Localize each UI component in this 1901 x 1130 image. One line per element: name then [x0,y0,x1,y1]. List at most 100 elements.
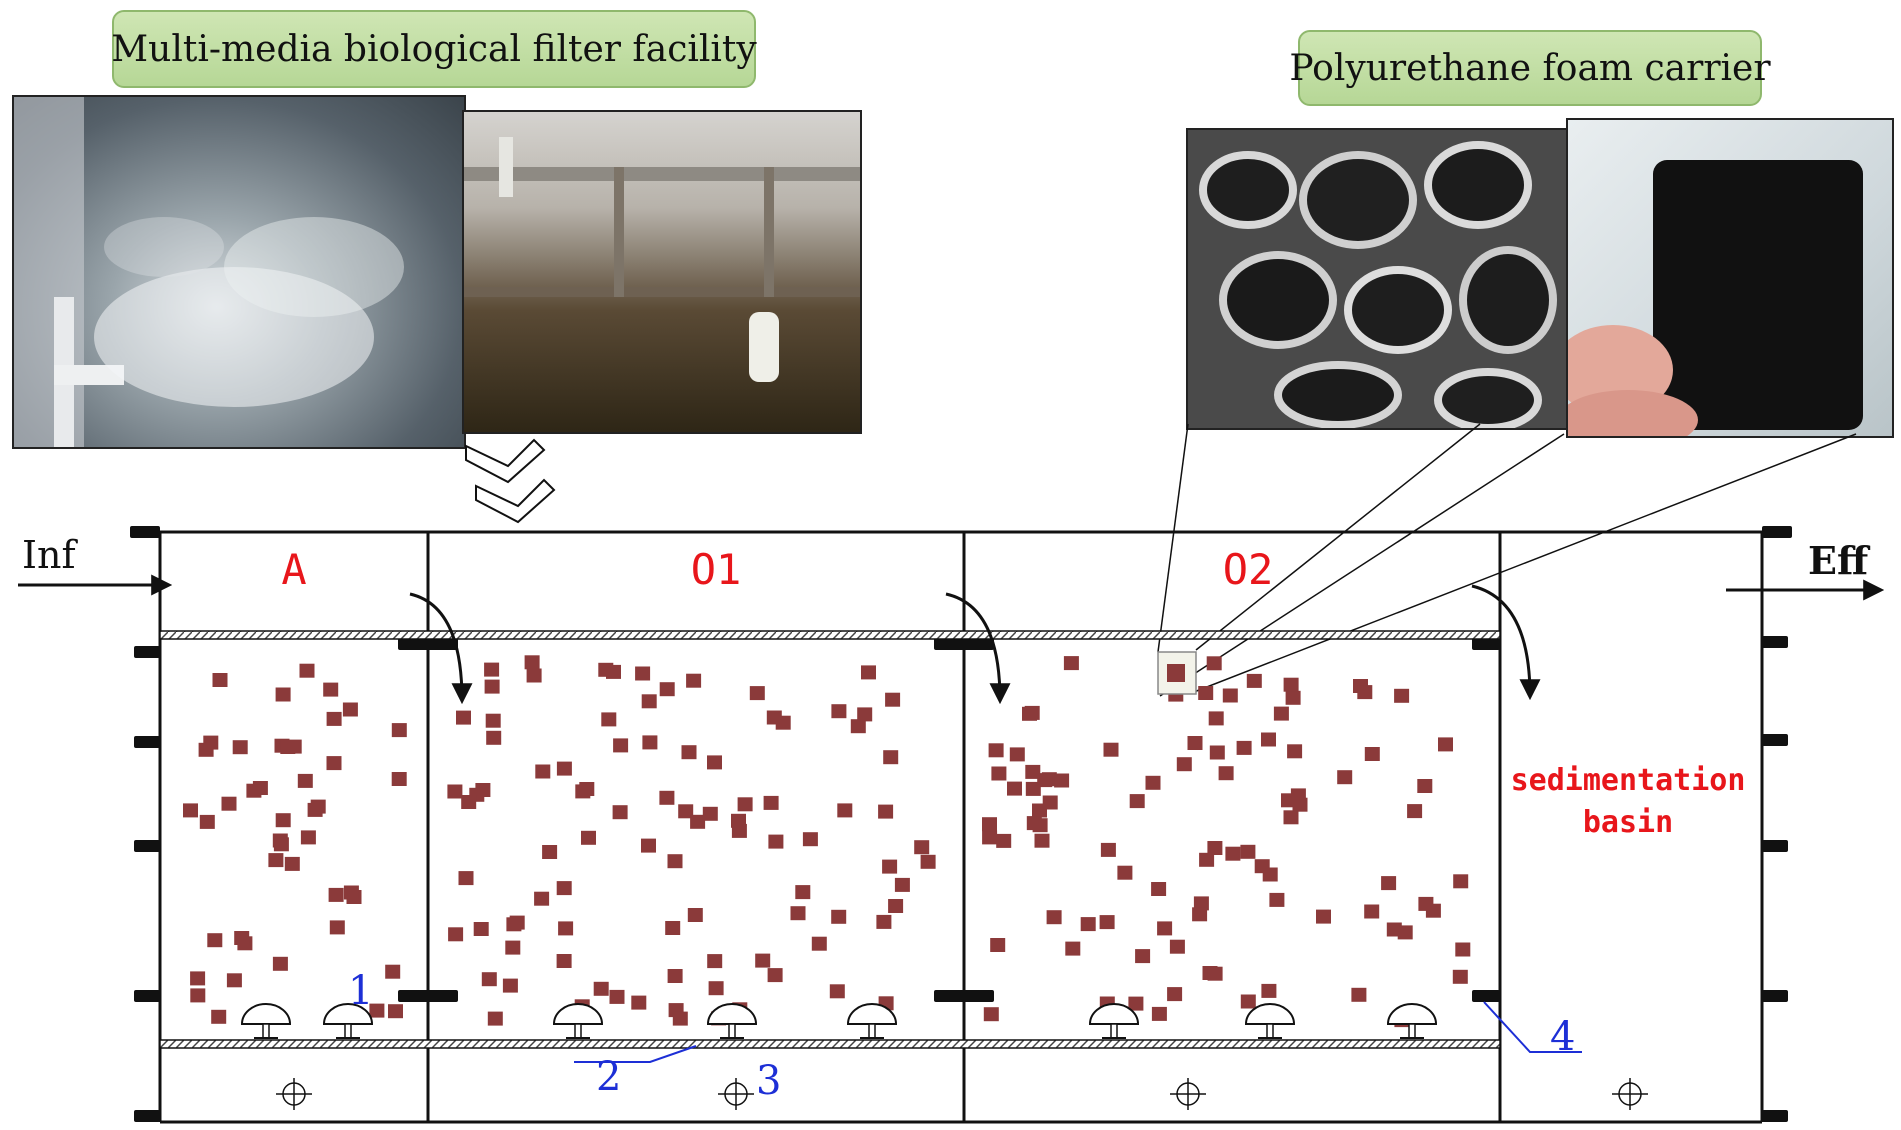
carrier-cube [1135,949,1151,964]
carrier-cube [1452,969,1468,984]
aerator-dome-icon [240,1003,292,1039]
aerator-dome-icon [706,1003,758,1039]
drain-valve-icon [718,1078,754,1110]
carrier-cube [1206,656,1222,671]
carrier-cube [1192,907,1208,922]
carrier-cube [275,813,291,828]
carrier-cube [329,920,345,935]
carrier-cube [885,692,901,707]
carrier-cube [1167,987,1183,1002]
carrier-cube [509,915,525,930]
carrier-cube [579,782,595,796]
carrier-cube [1357,685,1373,700]
carrier-cube [232,740,248,755]
carrier-cube [556,881,572,896]
carrier-cube [1199,852,1215,867]
carrier-cube [485,713,501,728]
carrier-cube [1207,966,1223,981]
carrier-cube [850,719,866,734]
carrier-cube [190,971,206,986]
carrier-cube [1169,939,1185,954]
aerator-dome-icon [846,1003,898,1039]
carrier-cube [326,711,342,726]
tank-photo-art [464,137,860,382]
carrier-cube [1218,766,1234,781]
carrier-cube [1025,764,1041,779]
carrier-cube [1063,656,1079,671]
carrier-cube [1240,994,1256,1009]
carrier-cube [473,922,489,936]
carrier-cube [659,682,675,697]
carrier-cube [542,845,558,859]
carrier-cube [502,978,518,993]
foam-hand-photo [1566,118,1894,438]
carrier-cube [996,833,1012,848]
carrier-cube [211,1009,227,1024]
carrier-cube [837,803,853,818]
filter-facility-title-text: Multi-media biological filter facility [111,28,757,70]
carrier-cube [1287,744,1303,759]
carrier-cube [802,832,818,847]
carrier-cube [737,797,753,812]
carrier-cube [1209,745,1225,760]
upper-mesh-plate [159,630,1501,640]
carrier-cube [484,679,500,694]
carrier-cube [207,933,223,948]
foam-carrier-cubes [183,655,1471,1028]
carrier-cube [894,877,910,892]
carrier-cube [914,840,930,855]
overflow-arrow-o1-o2 [945,592,1011,705]
carrier-cube [707,755,722,770]
carrier-cube [878,804,894,819]
carrier-cube [1100,842,1116,857]
carrier-cube [635,666,651,681]
hand-photo-art [1568,160,1863,436]
callout-leaders [574,1001,1582,1063]
callout-4: 4 [1550,1014,1575,1060]
facility-photo-tank [462,110,862,434]
carrier-cube [667,969,683,983]
carrier-cube [613,738,629,753]
carrier-cube [526,668,542,683]
carrier-cube [659,790,675,805]
carrier-cube [768,834,784,849]
carrier-cube [556,761,572,776]
carrier-cube [1022,706,1037,721]
carrier-cube [609,989,625,1004]
carrier-cube [861,665,876,680]
zone-label-o2: O2 [1223,545,1274,594]
carrier-cube [535,764,551,779]
overflow-arrow-a-o1 [409,592,473,705]
carrier-cube [280,740,296,754]
carrier-cube [1269,892,1285,907]
carrier-cube [391,772,407,786]
carrier-cube [1381,876,1397,891]
leader-4 [1483,1001,1582,1053]
carrier-cube [1009,747,1025,762]
carrier-cube [831,704,847,719]
carrier-cube [456,710,471,725]
flow-arrows [18,574,1885,705]
carrier-cube [790,906,806,921]
carrier-cube [642,735,658,750]
carrier-cube [888,899,904,913]
carrier-cube [667,854,683,869]
carrier-cube [1225,846,1241,861]
drain-valve-icon [1170,1078,1206,1110]
carrier-cube [707,954,723,969]
aerator-dome-icon [552,1003,604,1039]
zoom-lines [1157,423,1857,697]
carrier-cube [1236,740,1252,755]
carrier-cube [1394,688,1410,703]
carrier-cube [1417,779,1433,793]
carrier-cube [678,804,694,819]
drain-valves [276,1078,1648,1110]
carrier-cube [606,664,621,679]
carrier-cube [458,871,474,886]
carrier-cube [183,803,198,818]
carrier-cube [246,783,262,798]
carrier-cube [920,854,936,869]
carrier-cube [1151,882,1167,896]
carrier-cube [1037,773,1053,788]
